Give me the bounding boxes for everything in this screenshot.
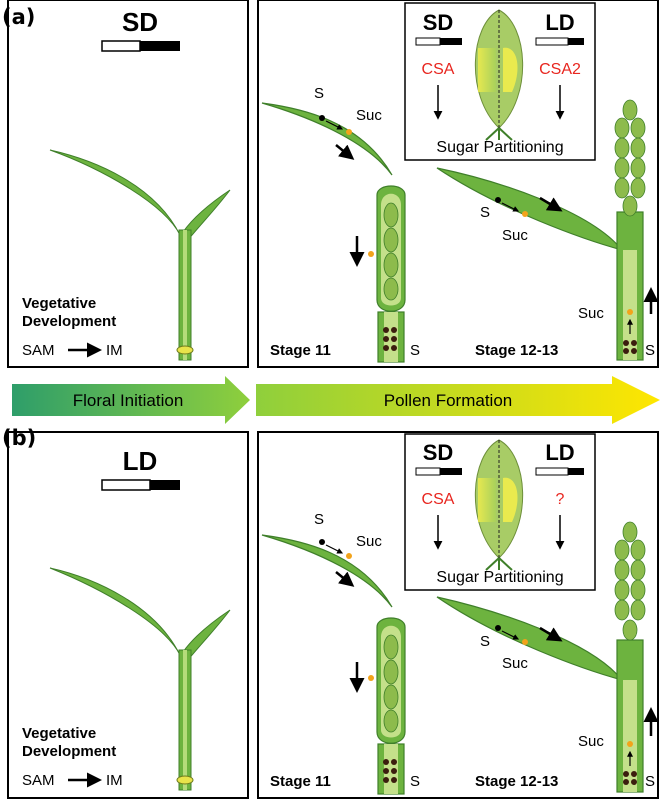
panel-b-stage1213-panicle xyxy=(614,521,646,641)
panel-a-s-right: S xyxy=(480,204,490,221)
panel-a-im: IM xyxy=(106,342,123,359)
panel-b-stage1213: Stage 12-13 xyxy=(475,773,558,790)
panel-b-stage1213-flow-arrow xyxy=(539,626,563,642)
panel-a-stage1213-panicle xyxy=(614,99,646,217)
panel-a-stage1213: Stage 12-13 xyxy=(475,342,558,359)
panel-b-stage11-flow-arrow xyxy=(335,571,355,587)
panel-a: (a) SD Vegetative Development SAM IM xyxy=(2,0,659,368)
panel-b-inset-left-bar xyxy=(415,467,462,476)
panel-a-stage11-panicle xyxy=(383,202,399,301)
panel-b-stage1213-s: S xyxy=(645,773,655,790)
panel-a-inset-left-gene: CSA xyxy=(422,61,455,78)
panel-a-inset-caption: Sugar Partitioning xyxy=(436,139,563,156)
panel-a-inset: SD LD CSA CSA2 Sugar Partitioning xyxy=(404,2,596,161)
floral-initiation-label: Floral Initiation xyxy=(73,391,184,410)
panel-b-daylength-bar xyxy=(101,479,180,491)
panel-a-sam: SAM xyxy=(22,342,55,359)
panel-b-inset-caption: Sugar Partitioning xyxy=(436,569,563,586)
panel-a-stage11-flow-arrow xyxy=(335,144,355,160)
panel-a-suc-stem: Suc xyxy=(578,305,604,322)
panel-a-meristem xyxy=(176,345,194,355)
panel-a-inset-right-gene: CSA2 xyxy=(539,61,581,78)
panel-b-sam: SAM xyxy=(22,772,55,789)
panel-b-stage11-plant xyxy=(261,534,406,795)
panel-a-veg-title-2: Development xyxy=(22,313,116,330)
panel-a-stage1213-starch xyxy=(623,340,637,354)
panel-b-inset-left-photoperiod: SD xyxy=(423,440,454,465)
panel-b-inset-right-bar xyxy=(535,467,584,476)
panel-a-stage11-starch xyxy=(383,327,397,351)
panel-b-inset-right-photoperiod: LD xyxy=(545,440,574,465)
panel-b-stage11-s: S xyxy=(410,773,420,790)
panel-a-reproductive-box xyxy=(257,0,659,368)
panel-b-inset: SD LD CSA ? Sugar Partitioning xyxy=(404,433,596,591)
panel-a-stage1213-s: S xyxy=(645,342,655,359)
panel-b-inset-spikelet xyxy=(474,439,524,571)
panel-b-suc-top: Suc xyxy=(356,533,382,550)
panel-a-stage11-s: S xyxy=(410,342,420,359)
panel-a-stage11-plant xyxy=(261,102,406,363)
panel-b-veg-title-1: Vegetative xyxy=(22,725,96,742)
floral-initiation-arrow xyxy=(12,376,250,424)
panel-b-meristem xyxy=(176,775,194,785)
panel-b-stage11-panicle xyxy=(383,634,399,733)
panel-b-photoperiod: LD xyxy=(123,446,158,476)
panel-b-inset-left-gene: CSA xyxy=(422,491,455,508)
panel-a-daylength-bar xyxy=(101,40,180,52)
panel-a-suc-right: Suc xyxy=(502,227,528,244)
panel-b-veg-title-2: Development xyxy=(22,743,116,760)
panel-b-stage1213-starch xyxy=(623,771,637,785)
panel-b-reproductive-box xyxy=(257,431,659,799)
panel-a-inset-spikelet xyxy=(474,9,524,141)
pollen-formation-label: Pollen Formation xyxy=(384,391,513,410)
panel-a-seedling xyxy=(49,149,231,361)
panel-b-suc-stem: Suc xyxy=(578,733,604,750)
panel-b-stage11-starch xyxy=(383,759,397,783)
panel-a-stage1213-plant xyxy=(436,99,659,361)
panel-b-im: IM xyxy=(106,772,123,789)
panel-b-s-top: S xyxy=(314,511,324,528)
panel-b-vegetative-box xyxy=(7,431,249,799)
panel-b-seedling xyxy=(49,567,231,791)
panel-a-s-top: S xyxy=(314,85,324,102)
panel-b-stage11: Stage 11 xyxy=(270,773,331,790)
panel-b-inset-right-gene: ? xyxy=(556,491,565,508)
process-arrows: Floral Initiation Pollen Formation xyxy=(12,376,660,424)
panel-a-stage11: Stage 11 xyxy=(270,342,331,359)
panel-a-vegetative-box xyxy=(7,0,249,368)
panel-a-inset-left-bar xyxy=(415,37,462,46)
panel-b-suc-right: Suc xyxy=(502,655,528,672)
panel-b-stage1213-plant xyxy=(436,521,659,793)
panel-a-inset-right-bar xyxy=(535,37,584,46)
panel-a-suc-top: Suc xyxy=(356,107,382,124)
panel-a-stage1213-flow-arrow xyxy=(539,196,563,212)
panel-a-photoperiod: SD xyxy=(122,7,158,37)
panel-a-inset-right-photoperiod: LD xyxy=(545,10,574,35)
pollen-formation-arrow xyxy=(256,376,660,424)
panel-b: (b) LD Vegetative Development SAM IM xyxy=(2,426,659,799)
panel-a-veg-title-1: Vegetative xyxy=(22,295,96,312)
panel-a-inset-left-photoperiod: SD xyxy=(423,10,454,35)
panel-b-s-right: S xyxy=(480,633,490,650)
